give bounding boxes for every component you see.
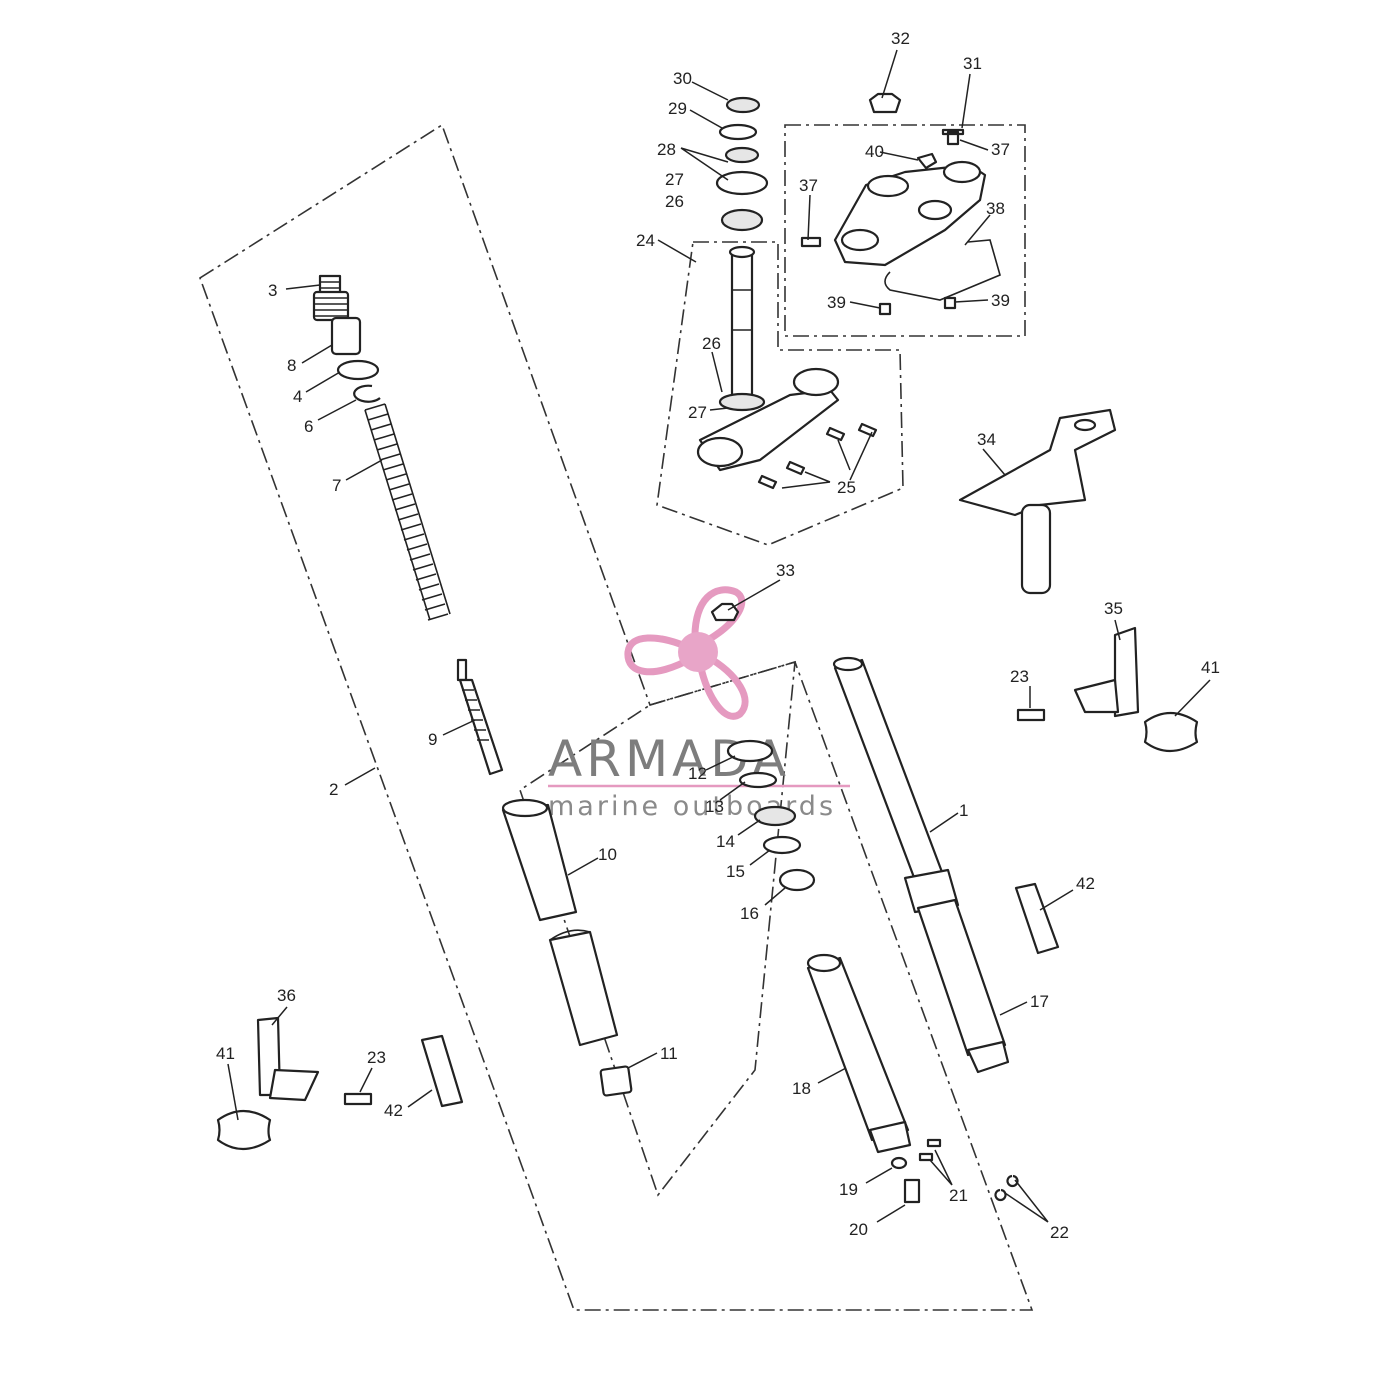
part-bearing-stack	[715, 96, 769, 232]
callout-37-right: 37	[991, 140, 1010, 159]
callout-33: 33	[776, 561, 795, 580]
part-damper-rod	[456, 658, 504, 776]
part-fork-spring	[364, 403, 451, 621]
watermark: ARMADA marine outboards	[548, 586, 850, 822]
part-yoke-cap	[916, 152, 938, 170]
callout-25: 25	[837, 478, 856, 497]
callout-24: 24	[636, 231, 655, 250]
part-clamp-right	[1073, 626, 1140, 718]
group-outline-top-yoke	[784, 124, 1026, 337]
part-washer	[890, 1156, 908, 1170]
callout-39-left: 39	[827, 293, 846, 312]
part-clip-screw-2	[943, 296, 957, 310]
callout-34: 34	[977, 430, 996, 449]
callout-19: 19	[839, 1180, 858, 1199]
part-o-ring	[336, 359, 380, 381]
leader-lines	[227, 49, 1211, 1223]
part-clamp-left	[256, 1016, 320, 1102]
callout-7: 7	[332, 476, 341, 495]
callout-38: 38	[986, 199, 1005, 218]
part-clip-screw-1	[878, 302, 892, 316]
callout-42-right: 42	[1076, 874, 1095, 893]
callout-14: 14	[716, 832, 735, 851]
callout-11: 11	[660, 1044, 678, 1063]
callout-21: 21	[949, 1186, 968, 1205]
callout-2: 2	[329, 780, 338, 799]
part-clamp-screw-left	[343, 1092, 373, 1106]
part-stem-nut	[868, 92, 902, 114]
callout-23-left: 23	[367, 1048, 386, 1067]
part-yoke-bolt-2	[800, 236, 822, 248]
callout-23-right: 23	[1010, 667, 1029, 686]
part-fork-cap	[312, 274, 362, 356]
callout-26-top: 26	[665, 192, 684, 211]
callout-27-top: 27	[665, 170, 684, 189]
callout-42-left: 42	[384, 1101, 403, 1120]
callout-36: 36	[277, 986, 296, 1005]
callout-8: 8	[287, 356, 296, 375]
callout-39-right: 39	[991, 291, 1010, 310]
callout-12: 12	[688, 764, 707, 783]
callout-27-stem: 27	[688, 403, 707, 422]
callout-20: 20	[849, 1220, 868, 1239]
callout-30: 30	[673, 69, 692, 88]
callout-22: 22	[1050, 1223, 1069, 1242]
part-fork-leg	[806, 953, 912, 1154]
part-steering-stem	[696, 245, 840, 472]
part-strap-left	[216, 1109, 272, 1151]
callout-10: 10	[598, 845, 617, 864]
part-bracket	[958, 408, 1117, 595]
callout-31: 31	[963, 54, 982, 73]
callout-40: 40	[865, 142, 884, 161]
group-outline-inner-tube	[519, 660, 796, 1197]
part-yoke-bolt	[941, 128, 965, 146]
part-seals	[726, 739, 816, 892]
callout-17: 17	[1030, 992, 1049, 1011]
callout-26-stem: 26	[702, 334, 721, 353]
callout-41-left: 41	[216, 1044, 235, 1063]
part-small-bolts	[918, 1138, 942, 1162]
callout-41-right: 41	[1201, 658, 1220, 677]
callout-15: 15	[726, 862, 745, 881]
callout-18: 18	[792, 1079, 811, 1098]
callout-35: 35	[1104, 599, 1123, 618]
part-drain-bolt	[903, 1178, 921, 1204]
callout-6: 6	[304, 417, 313, 436]
part-top-yoke	[833, 160, 987, 267]
part-reflector-left	[420, 1034, 464, 1108]
callout-9: 9	[428, 730, 437, 749]
callout-28: 28	[657, 140, 676, 159]
part-circlip	[353, 384, 381, 403]
callout-16: 16	[740, 904, 759, 923]
part-reflector-right	[1014, 882, 1060, 955]
callout-13: 13	[705, 797, 724, 816]
propeller-icon	[624, 586, 749, 720]
part-collar	[599, 1065, 633, 1097]
callout-32: 32	[891, 29, 910, 48]
group-outline-steering-stem	[656, 241, 904, 546]
callout-4: 4	[293, 387, 302, 406]
part-clamp-screw-right	[1016, 708, 1046, 722]
part-pinch-bolts	[757, 422, 878, 490]
callout-3: 3	[268, 281, 277, 300]
part-inner-tube	[501, 798, 619, 1047]
part-plugs	[994, 1174, 1019, 1201]
callout-37-left: 37	[799, 176, 818, 195]
callout-29: 29	[668, 99, 687, 118]
part-outer-tube	[832, 656, 1010, 1074]
callout-1: 1	[959, 801, 968, 820]
callouts: 1 2 3 4 6 7 8 9 10 11 12 13 14 15 16 17 …	[216, 29, 1220, 1242]
part-hose-clip	[884, 239, 1001, 301]
part-strap-right	[1143, 711, 1199, 753]
